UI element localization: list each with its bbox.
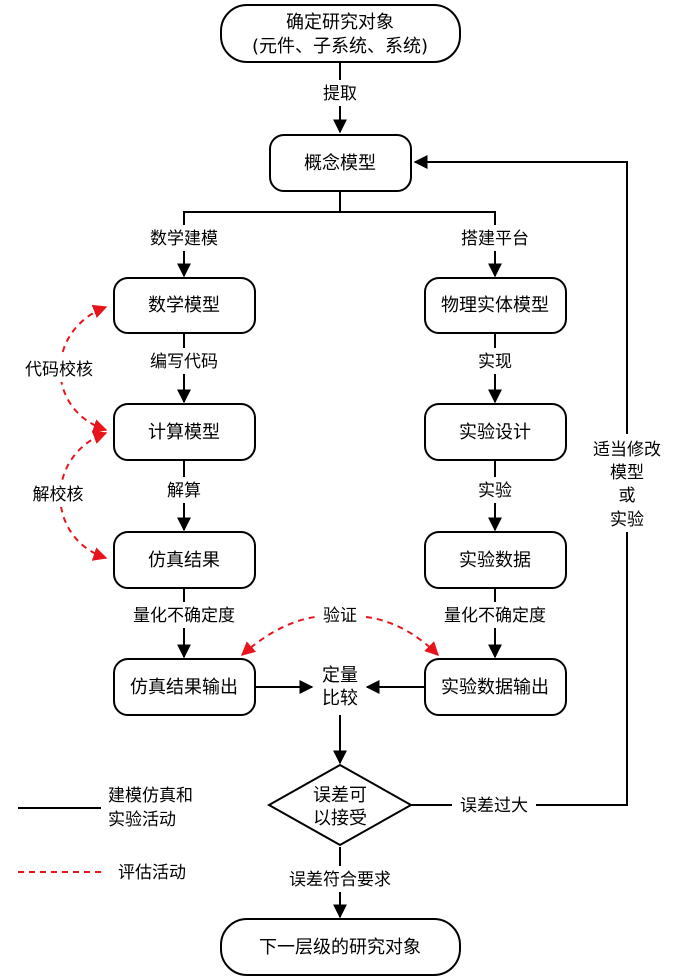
- node-simulation-output: 仿真结果输出: [113, 658, 256, 716]
- label-experiment: 实验: [478, 481, 512, 501]
- node-experiment-data: 实验数据: [424, 531, 567, 589]
- label-quantify-left: 量化不确定度: [133, 606, 235, 626]
- experiment-output-label: 实验数据输出: [441, 677, 549, 698]
- label-solution-verification: 解校核: [33, 485, 84, 505]
- math-model-label: 数学模型: [148, 295, 220, 316]
- node-simulation-result: 仿真结果: [113, 531, 256, 589]
- label-solve: 解算: [167, 481, 201, 501]
- simulation-result-label: 仿真结果: [148, 550, 220, 571]
- assessment-arcs: [59, 304, 439, 656]
- arc-validation-right: [365, 616, 439, 656]
- label-compare-line1: 定量: [322, 665, 358, 686]
- label-quantify-right: 量化不确定度: [444, 606, 546, 626]
- label-error-ok: 误差符合要求: [289, 870, 391, 890]
- concept-model-label: 概念模型: [304, 152, 376, 174]
- node-physical-model: 物理实体模型: [424, 277, 567, 334]
- research-object-line1: 确定研究对象: [286, 12, 394, 33]
- label-implement: 实现: [478, 352, 512, 372]
- node-computation-model: 计算模型: [113, 403, 256, 461]
- edge-concept-to-physical: [340, 211, 502, 278]
- assessment-labels: 代码校核 解校核 验证: [14, 356, 357, 626]
- connectors: [177, 62, 628, 919]
- decision-line1: 误差可: [313, 785, 367, 806]
- node-math-model: 数学模型: [113, 277, 256, 334]
- node-concept-model: 概念模型: [269, 134, 412, 192]
- next-level-label: 下一层级的研究对象: [259, 937, 421, 958]
- simulation-output-label: 仿真结果输出: [130, 677, 238, 698]
- decision-line2: 以接受: [313, 808, 367, 829]
- arc-validation-left: [240, 616, 316, 656]
- label-modify-line1: 适当修改: [593, 440, 661, 460]
- label-build-platform: 搭建平台: [461, 229, 529, 249]
- experiment-design-label: 实验设计: [459, 422, 531, 443]
- node-decision: 误差可 以接受: [266, 763, 414, 847]
- label-code-verification: 代码校核: [25, 360, 93, 380]
- edge-labels: 提取 数学建模 搭建平台 编写代码 实现 解算 实验 量化不确定度 量化不确定度…: [123, 80, 668, 892]
- research-object-line2: (元件、子系统、系统): [252, 36, 428, 57]
- experiment-data-label: 实验数据: [459, 550, 531, 571]
- physical-model-label: 物理实体模型: [441, 295, 549, 316]
- label-modify-line4: 实验: [610, 510, 644, 530]
- node-next-level: 下一层级的研究对象: [220, 918, 461, 976]
- computation-model-label: 计算模型: [148, 422, 220, 443]
- node-research-object: 确定研究对象 (元件、子系统、系统): [220, 4, 461, 63]
- legend-solid-line2: 实验活动: [108, 810, 176, 830]
- node-experiment-design: 实验设计: [424, 403, 567, 461]
- legend-solid-line1: 建模仿真和: [108, 786, 193, 806]
- label-modify-line2: 模型: [610, 463, 644, 483]
- label-modify-line3: 或: [619, 486, 636, 506]
- label-write-code: 编写代码: [150, 352, 218, 372]
- label-validation: 验证: [323, 606, 357, 626]
- legend-dashed-label: 评估活动: [118, 863, 186, 883]
- legend: 建模仿真和 实验活动 评估活动: [18, 786, 193, 883]
- label-compare-line2: 比较: [322, 688, 358, 709]
- label-error-too-large: 误差过大: [460, 796, 528, 816]
- label-extract: 提取: [323, 84, 357, 104]
- node-experiment-output: 实验数据输出: [424, 658, 567, 716]
- label-math-modeling: 数学建模: [150, 229, 218, 249]
